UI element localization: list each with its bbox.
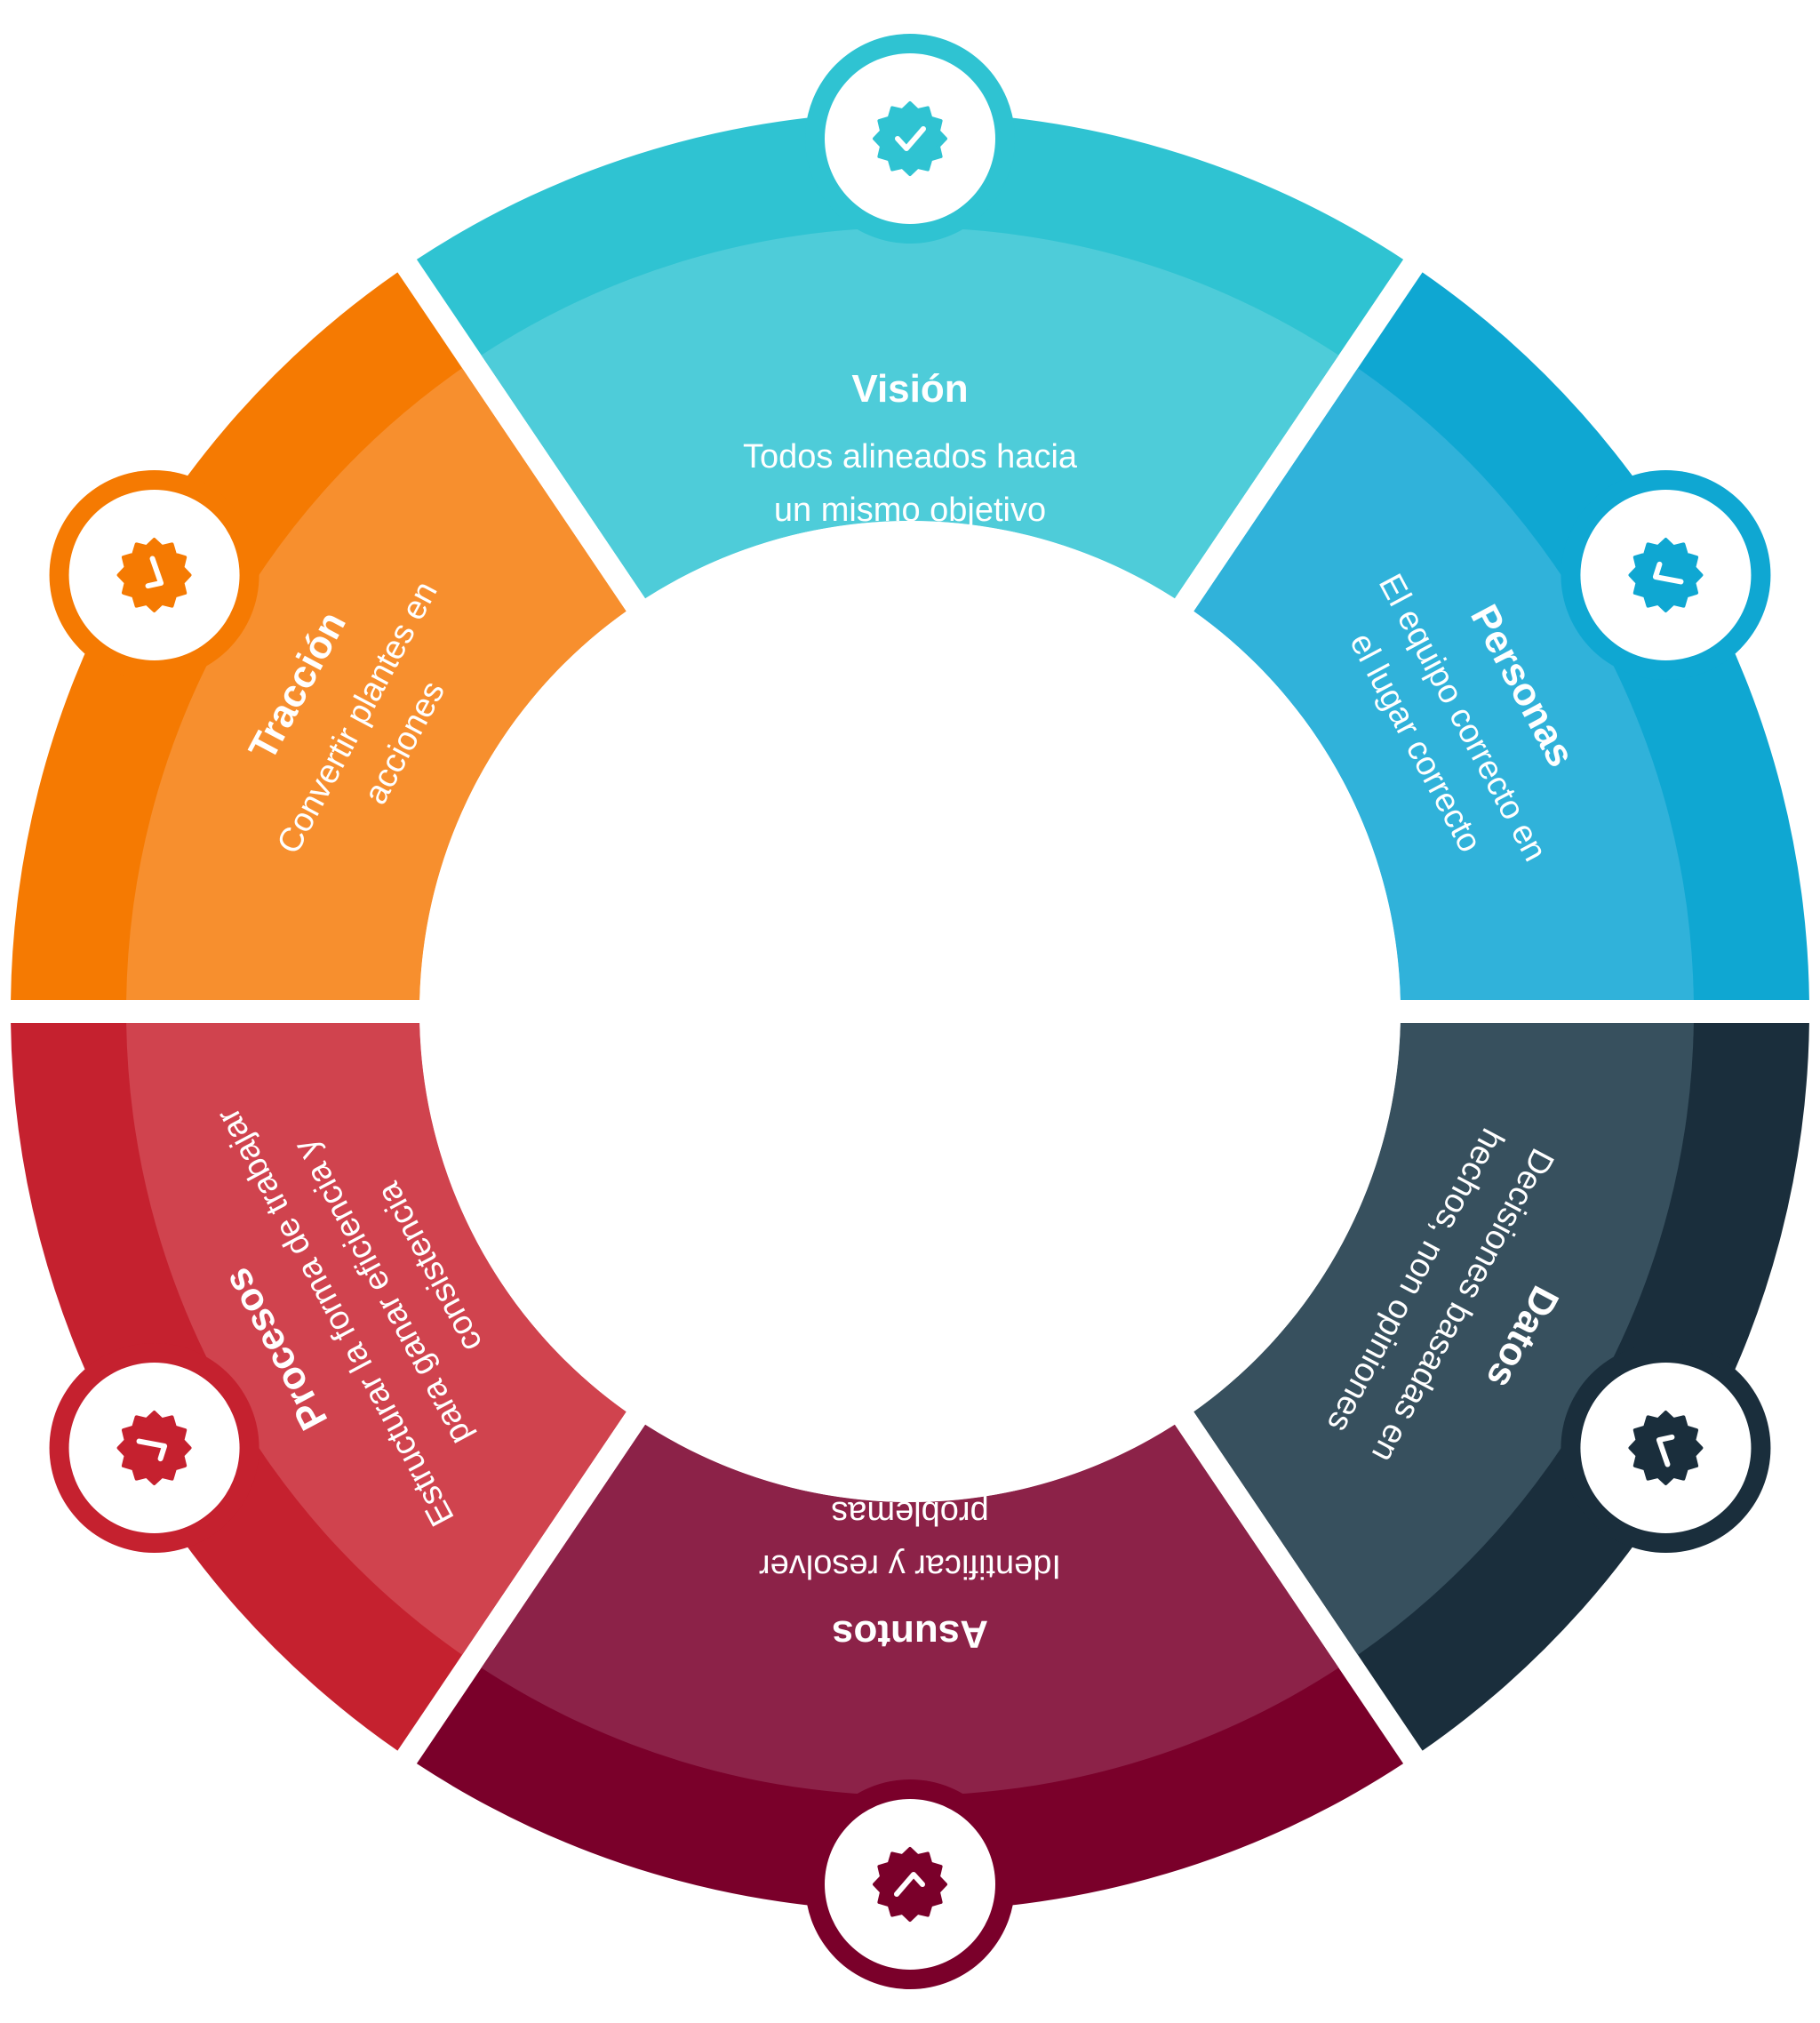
check-badge-icon — [1628, 1411, 1704, 1485]
badge-traccion — [49, 470, 259, 680]
segment-procesos — [11, 1022, 627, 1751]
badge-personas — [1561, 470, 1771, 680]
segment-vision-description-line: un mismo objetivo — [774, 492, 1046, 529]
segment-procesos-inner-band — [126, 1022, 627, 1655]
segment-vision-title: Visión — [851, 367, 968, 411]
segment-personas — [1193, 272, 1809, 1001]
segment-asuntos — [416, 1424, 1404, 1911]
segment-traccion — [11, 272, 627, 1001]
segment-asuntos-inner-band — [481, 1424, 1339, 1796]
segment-datos — [1193, 1022, 1809, 1751]
check-badge-icon — [116, 538, 192, 612]
segment-datos-inner-band — [1193, 1022, 1694, 1655]
check-badge-icon — [116, 1411, 192, 1485]
segment-personas-inner-band — [1193, 368, 1694, 1001]
segment-vision-description-line: Todos alineados hacia — [743, 438, 1078, 476]
segment-asuntos-title: Asuntos — [832, 1612, 988, 1656]
badge-vision — [805, 34, 1015, 244]
segment-asuntos-description-line: Identificar y resolver — [759, 1547, 1061, 1585]
check-badge-icon — [873, 1847, 947, 1922]
segment-traccion-inner-band — [126, 368, 627, 1001]
segment-asuntos-text: Asuntos Identificar y resolver problemas — [759, 1494, 1061, 1656]
segment-vision-inner-band — [481, 228, 1339, 599]
badge-datos — [1561, 1343, 1771, 1553]
badge-procesos — [49, 1343, 259, 1553]
segment-asuntos-description-line: problemas — [831, 1494, 988, 1531]
badge-asuntos — [805, 1779, 1015, 1989]
segment-vision — [416, 112, 1404, 599]
center-hole — [419, 521, 1401, 1502]
check-badge-icon — [1628, 538, 1704, 612]
check-badge-icon — [873, 101, 947, 176]
